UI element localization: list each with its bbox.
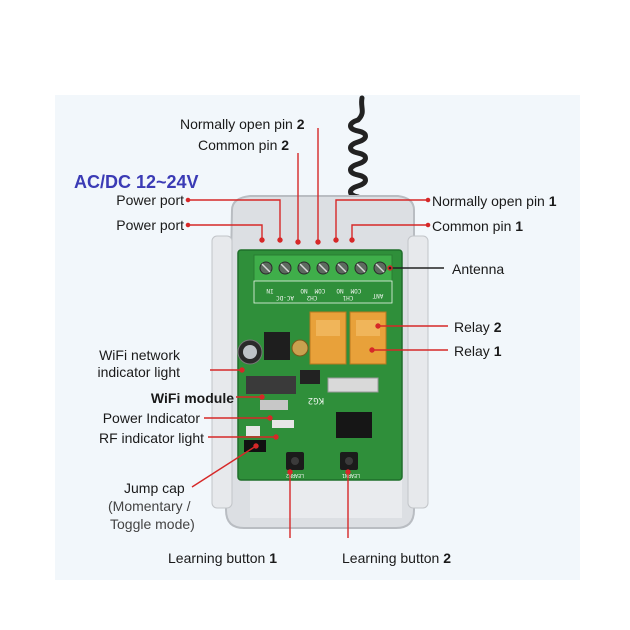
- leader-lines: [185, 128, 448, 538]
- label-learning-button-1: Learning button 1: [168, 550, 277, 566]
- label-number: 1: [548, 193, 557, 209]
- label-number: 1: [493, 343, 502, 359]
- label-relay-2: Relay 2: [454, 319, 501, 335]
- label-text: Normally open pin: [432, 193, 549, 209]
- label-antenna: Antenna: [452, 261, 505, 277]
- relays: [309, 311, 387, 365]
- label-number: 2: [493, 319, 502, 335]
- terminal-label: NO: [300, 287, 308, 294]
- label-jump-mode-2: Toggle mode): [110, 516, 195, 532]
- label-number: 1: [515, 218, 524, 234]
- terminal-label: COM: [350, 287, 361, 294]
- label-learning-button-2: Learning button 2: [342, 550, 451, 566]
- learn-label-right: LEARN1: [342, 472, 360, 478]
- label-number: 2: [281, 137, 290, 153]
- label-number: 2: [296, 116, 305, 132]
- terminal-silkscreen: IN AC-DC NO COM NO COM ANT CH2 CH1: [266, 287, 383, 301]
- label-jump-mode-1: (Momentary /: [108, 498, 191, 514]
- learn-label-left: LEARN2: [286, 472, 304, 478]
- label-power-indicator: Power Indicator: [102, 410, 200, 426]
- label-line: WiFi network: [99, 347, 180, 363]
- label-normally-open-pin-2: Normally open pin 2: [180, 116, 305, 132]
- label-power-port-1: Power port: [116, 192, 184, 208]
- components: [237, 332, 379, 470]
- terminal-group-label: CH2: [306, 294, 317, 301]
- terminal-label: IN: [266, 287, 274, 294]
- terminal-block: [253, 254, 393, 304]
- voltage-title: AC/DC 12~24V: [74, 172, 199, 192]
- terminal-group-label: CH1: [342, 294, 353, 301]
- label-common-pin-2: Common pin 2: [198, 137, 289, 153]
- label-jump-cap: Jump cap: [124, 480, 185, 496]
- label-text: Normally open pin: [180, 116, 297, 132]
- label-text: Relay: [454, 319, 494, 335]
- label-wifi-network-indicator: WiFi network indicator light: [98, 347, 181, 381]
- label-rf-indicator: RF indicator light: [98, 430, 204, 446]
- terminal-label: COM: [314, 287, 325, 294]
- terminal-label: AC-DC: [276, 294, 294, 301]
- label-number: 2: [443, 550, 451, 566]
- label-text: Common pin: [198, 137, 282, 153]
- label-relay-1: Relay 1: [454, 343, 501, 359]
- label-power-port-2: Power port: [116, 217, 184, 233]
- terminal-label: NO: [336, 287, 344, 294]
- terminal-label: ANT: [372, 292, 383, 299]
- label-number: 1: [269, 550, 277, 566]
- label-text: Learning button: [342, 550, 444, 566]
- label-text: Learning button: [168, 550, 270, 566]
- label-common-pin-1: Common pin 1: [432, 218, 523, 234]
- label-text: Common pin: [432, 218, 516, 234]
- label-line: indicator light: [97, 364, 181, 380]
- label-wifi-module: WiFi module: [150, 390, 234, 406]
- label-normally-open-pin-1: Normally open pin 1: [432, 193, 557, 209]
- chip-label: KG2: [308, 395, 324, 405]
- label-text: Relay: [454, 343, 494, 359]
